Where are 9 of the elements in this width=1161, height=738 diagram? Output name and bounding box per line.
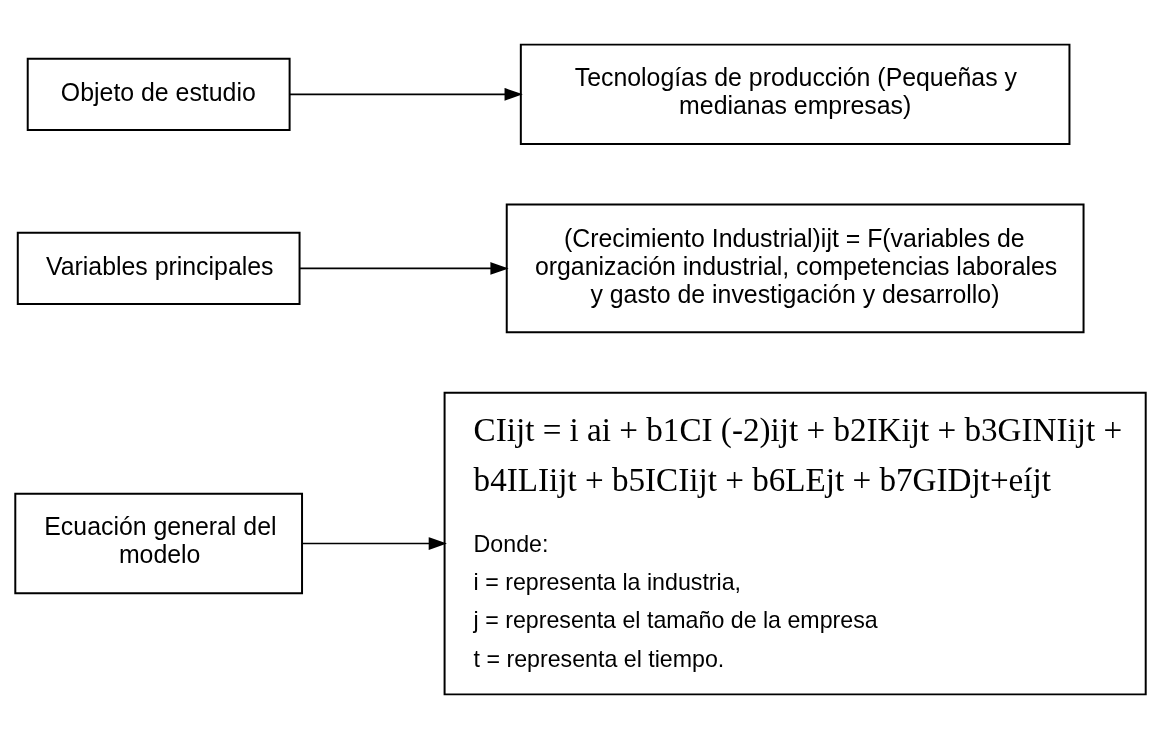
node-box: Objeto de estudio xyxy=(26,57,291,131)
node-box: Tecnologías de producción (Pequeñas y medianas empresas) xyxy=(519,43,1071,145)
arrow xyxy=(299,261,509,275)
arrow xyxy=(289,87,523,101)
node-box: (Crecimiento Industrial)ijt = F(variables de organización industrial, competencias laborales y gasto de investigación y desarrollo) xyxy=(505,203,1085,333)
node-box: Variables principales xyxy=(16,231,301,305)
node-box: CIijt = i ai + b1CI (-2)ijt + b2IKijt + b3GINIijt + b4ILIijt + b5ICIijt + b6LEjt + b7GIDjt+eíjt Donde: i = representa la industria, j = representa el tamaño de la empresa t = representa el tiempo. xyxy=(443,391,1147,695)
node-box: Ecuación general del modelo xyxy=(14,492,304,594)
arrow xyxy=(301,536,447,550)
